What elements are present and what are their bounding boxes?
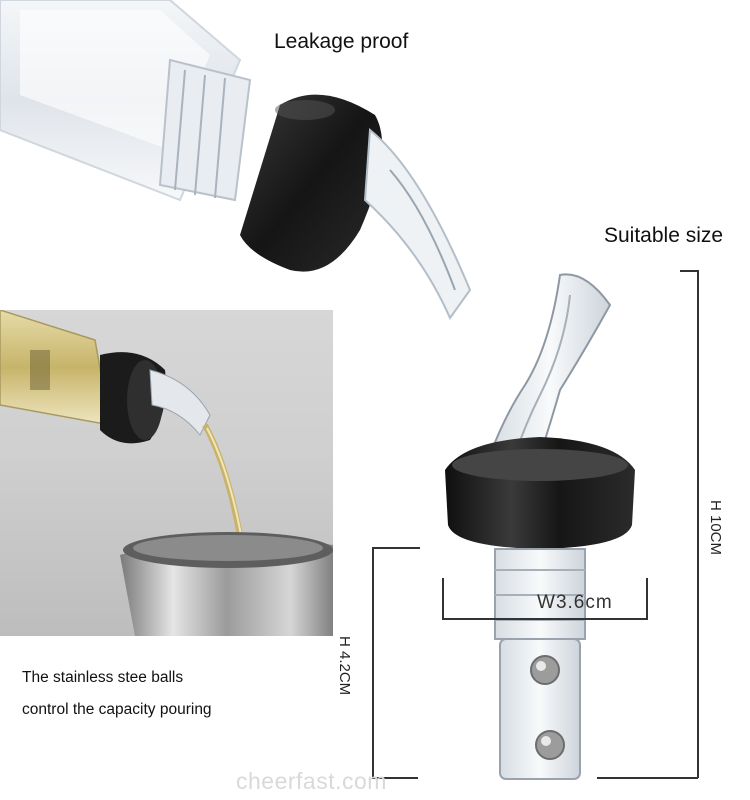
height-spout-vertical-line xyxy=(372,547,374,778)
height-total-label: H 10CM xyxy=(707,500,724,556)
suitable-size-label: Suitable size xyxy=(604,224,724,247)
caption-line-1: The stainless stee balls xyxy=(22,669,184,686)
watermark-text: cheerfast.com xyxy=(236,768,387,794)
bottle-pourer-top-image xyxy=(0,0,472,320)
caption-line-2: control the capacity pouring xyxy=(22,701,212,718)
height-spout-label: H 4.2CM xyxy=(336,636,353,696)
width-right-tick xyxy=(646,578,648,620)
width-prefix: W xyxy=(537,592,556,613)
height-spout-top-line xyxy=(372,547,420,549)
pourer-product-image xyxy=(445,273,635,780)
height-total-bottom-line xyxy=(597,777,698,779)
pouring-photo xyxy=(0,310,333,636)
width-left-tick xyxy=(442,578,444,620)
width-value: 3.6cm xyxy=(555,592,613,613)
height-total-top-line xyxy=(680,270,698,272)
height-spout-bottom-line xyxy=(372,777,418,779)
leakage-proof-label: Leakage proof xyxy=(274,30,409,53)
width-horizontal-line xyxy=(442,618,648,620)
height-total-vertical-line xyxy=(697,270,699,778)
pouring-illustration xyxy=(0,310,333,636)
width-label: W3.6cm xyxy=(537,592,613,614)
